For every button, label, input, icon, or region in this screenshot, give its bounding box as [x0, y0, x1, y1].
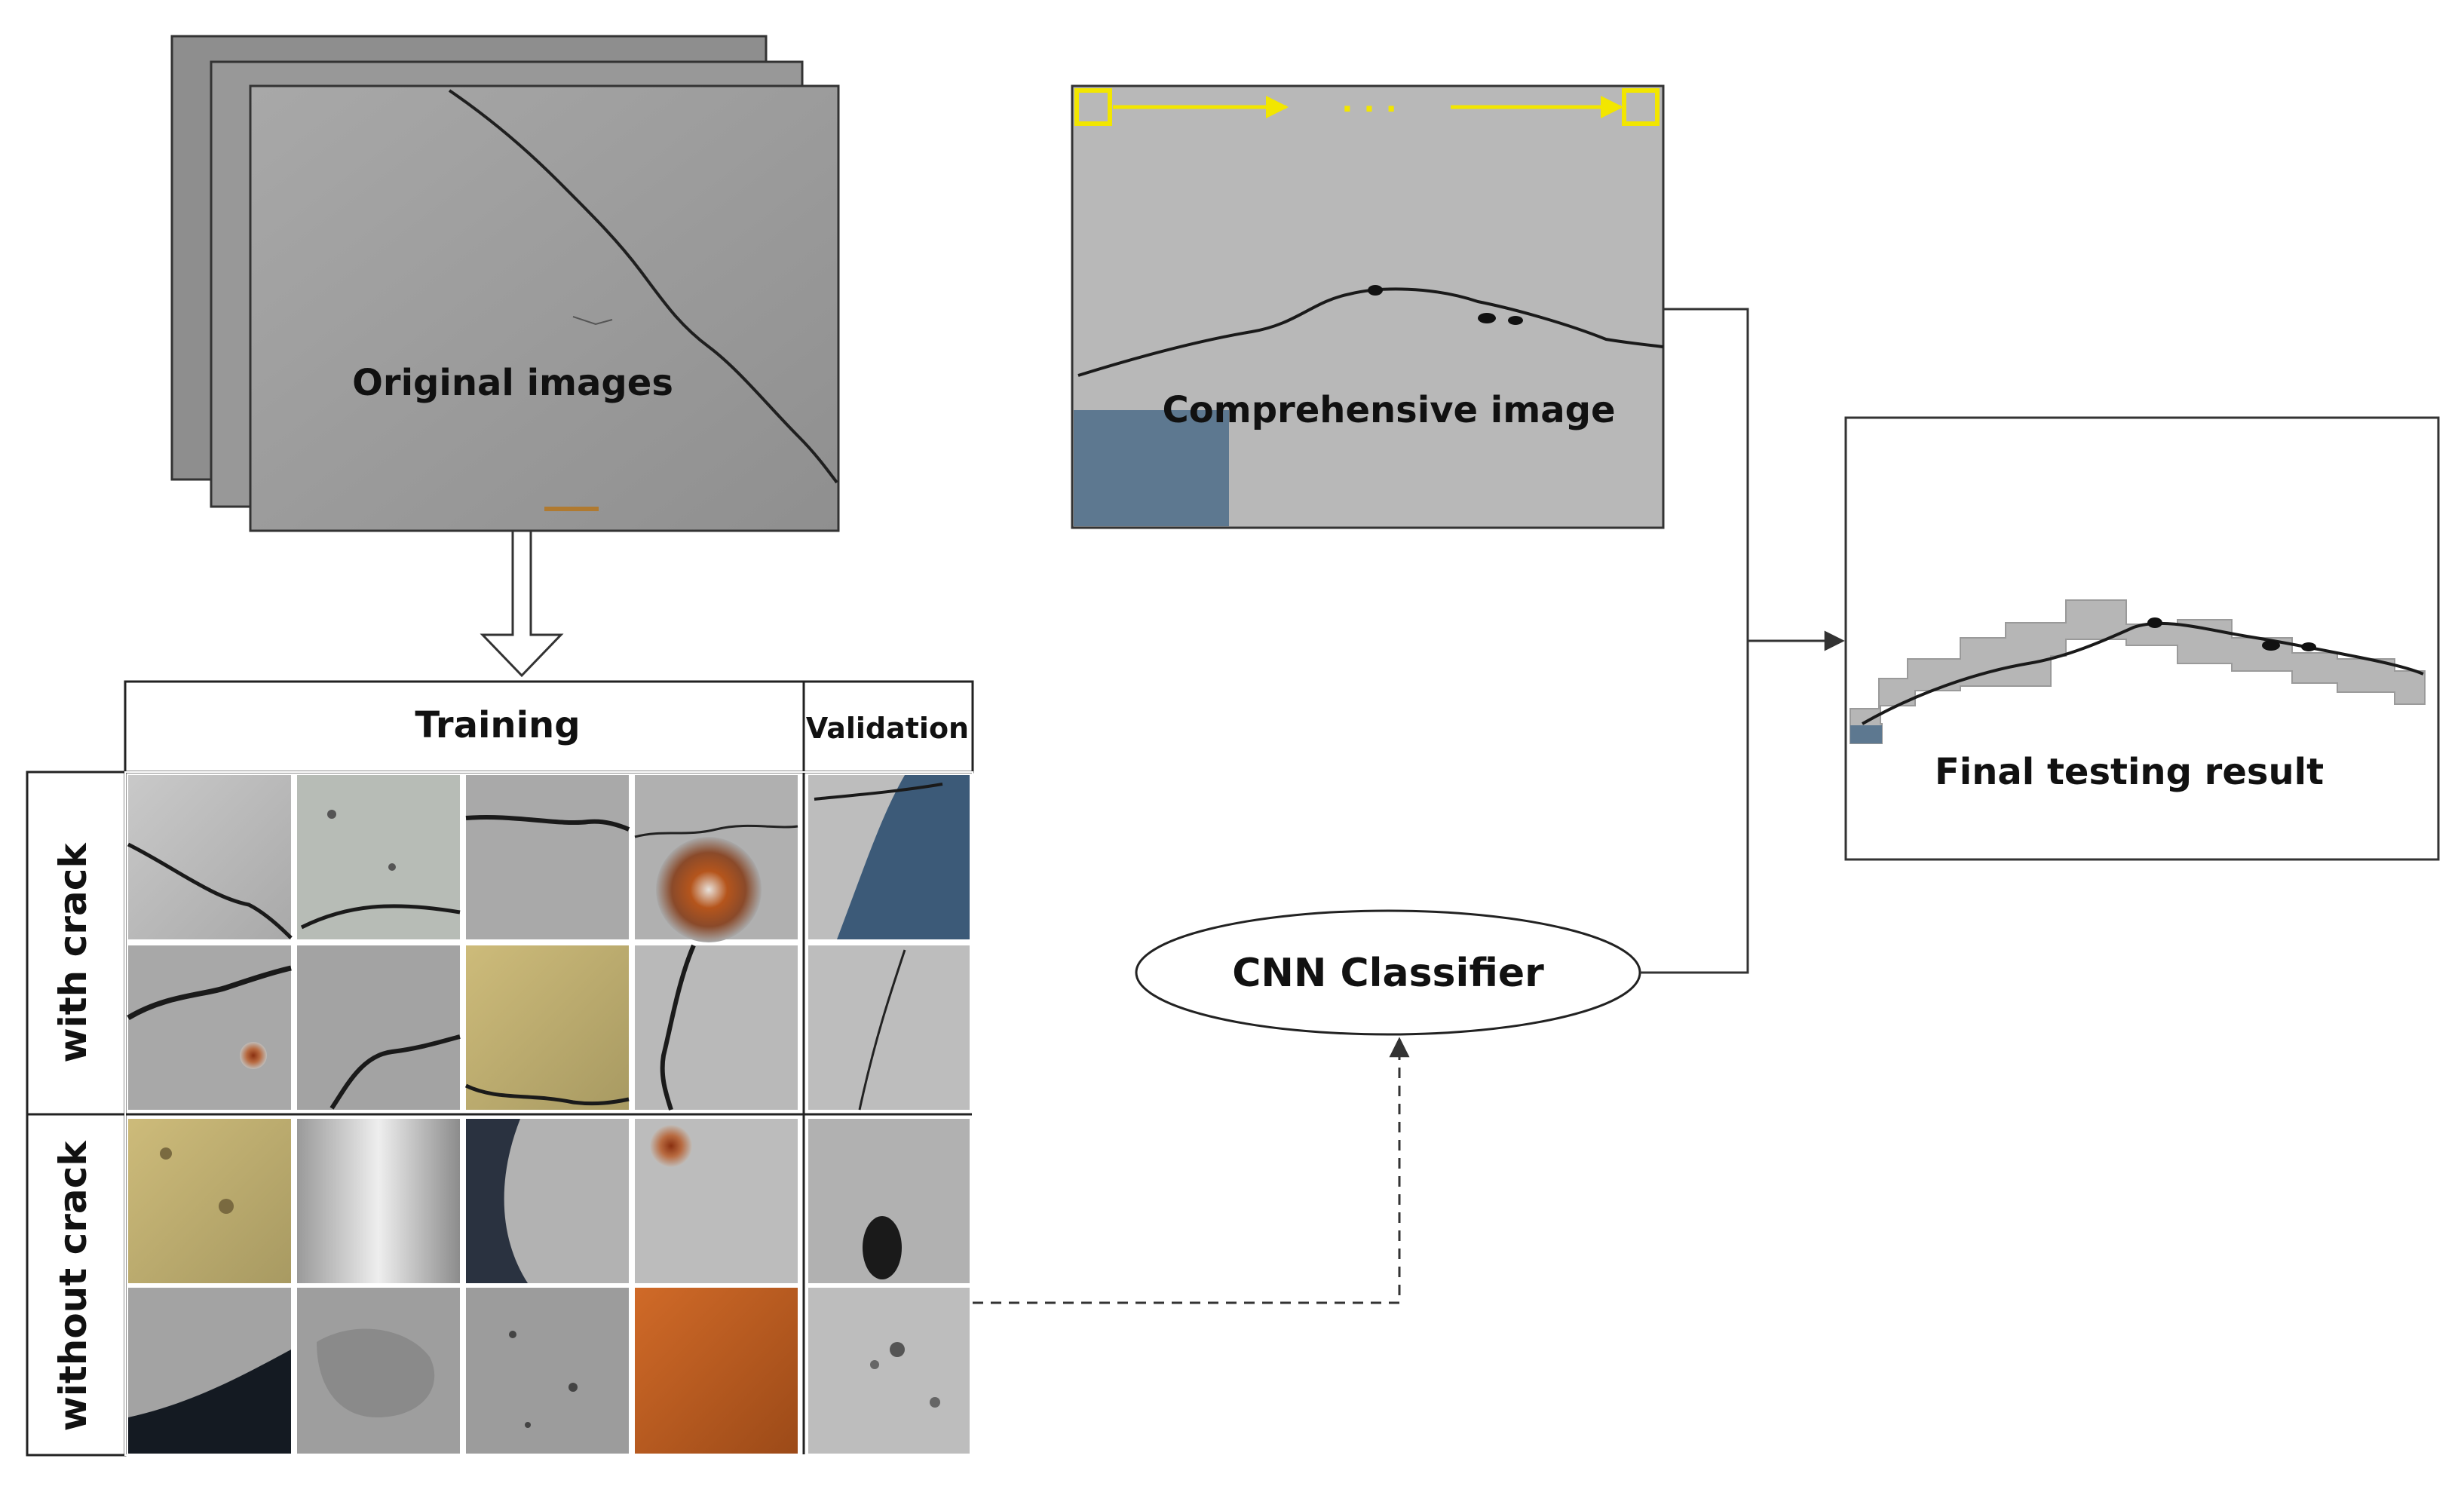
- original-images-label: Original images: [352, 362, 673, 404]
- sample-tile: [297, 1119, 460, 1283]
- sample-tile: [297, 775, 460, 939]
- cnn-classifier: CNN Classifier: [1135, 909, 1641, 1036]
- crack-line: [448, 89, 838, 484]
- detected-crack-band: [1850, 599, 2426, 744]
- sample-tile: [128, 1119, 291, 1283]
- final-testing-result-label: Final testing result: [1935, 751, 2324, 793]
- scan-window-end: [1622, 88, 1660, 126]
- comprehensive-image-label: Comprehensive image: [1162, 389, 1615, 431]
- sample-tile: [808, 1288, 970, 1454]
- sample-tile: [635, 945, 798, 1110]
- sample-tile: [297, 945, 460, 1110]
- classifier-to-merge: [1640, 641, 1749, 974]
- connectors: [973, 308, 1845, 1304]
- comprehensive-to-merge: [1663, 308, 1749, 641]
- original-image-front: [249, 84, 840, 532]
- cnn-classifier-label: CNN Classifier: [1232, 951, 1544, 996]
- scan-window-start: [1074, 88, 1112, 126]
- comprehensive-image: . . . Comprehensive image: [1071, 84, 1665, 529]
- training-header: Training: [415, 704, 580, 746]
- hollow-down-arrow: [480, 529, 564, 678]
- final-testing-result: Final testing result: [1844, 416, 2440, 861]
- training-validation-table: Training Validation with crack without c…: [26, 680, 974, 1457]
- validation-header: Validation: [806, 712, 969, 745]
- sample-tile: [128, 945, 291, 1110]
- sample-tile: [466, 1288, 629, 1454]
- scan-ellipsis: . . .: [1341, 84, 1396, 119]
- sample-tile: [466, 945, 629, 1110]
- tile-row-1: [127, 775, 970, 942]
- tile-row-2: [127, 944, 970, 1111]
- sample-tile: [808, 945, 970, 1110]
- tile-row-4: [128, 1288, 970, 1454]
- validation-to-classifier-dashed: [973, 1037, 1410, 1304]
- sample-tile: [635, 1288, 798, 1454]
- tile-row-3: [128, 1119, 970, 1283]
- with-crack-label: with crack: [51, 842, 95, 1063]
- original-images-stack: Original images: [170, 35, 840, 532]
- sample-tile: [466, 775, 629, 939]
- without-crack-label: without crack: [51, 1140, 95, 1432]
